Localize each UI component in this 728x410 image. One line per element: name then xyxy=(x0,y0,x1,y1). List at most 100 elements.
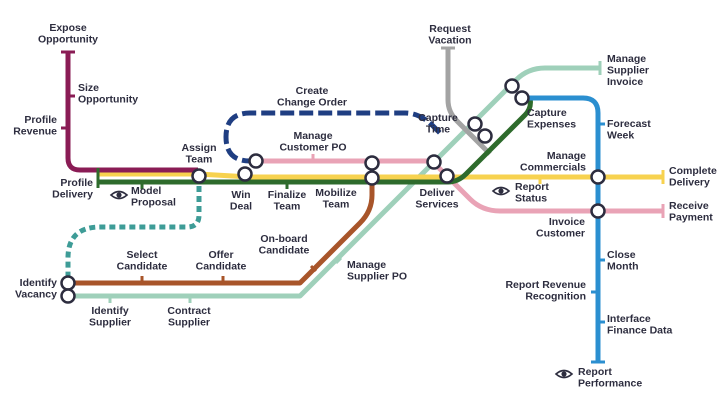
label-line: Week xyxy=(607,130,634,142)
tick-supplier-po xyxy=(334,256,343,265)
station-mobilize-team-bottom xyxy=(364,170,380,186)
label-line: Team xyxy=(274,201,301,213)
label-line: Deal xyxy=(230,201,252,213)
station-win-deal-top xyxy=(248,153,264,169)
label-line: Assign xyxy=(181,142,216,154)
tick-onboard-candidate xyxy=(309,264,318,273)
station-capture-time-bottom xyxy=(477,128,493,144)
label-line: On-board xyxy=(260,233,307,245)
station-manage-commercials xyxy=(590,169,606,185)
label-line: Request xyxy=(429,23,471,35)
line-ticks xyxy=(61,46,665,364)
label-line: Revenue xyxy=(13,126,57,138)
label-line: Proposal xyxy=(131,197,176,209)
label-line: Candidate xyxy=(259,245,310,257)
label-line: Change Order xyxy=(277,97,347,109)
line-teal xyxy=(65,176,202,285)
label-line: Size xyxy=(78,82,99,94)
station-capture-time-top xyxy=(467,116,483,132)
line-blue xyxy=(522,95,601,362)
label-line: Services xyxy=(415,199,458,211)
station-win-deal-bottom xyxy=(237,166,253,182)
line-pink xyxy=(256,158,663,214)
label-line: Payment xyxy=(669,212,713,224)
line-maroon xyxy=(65,52,198,173)
station-capture-expenses-top xyxy=(504,78,520,94)
station-identify-vacancy-top xyxy=(60,275,76,291)
label-line: Commercials xyxy=(520,162,586,174)
label-line: Manage xyxy=(547,150,586,162)
station-mobilize-team-top xyxy=(364,155,380,171)
station-invoice-customer xyxy=(590,203,606,219)
label-line: Opportunity xyxy=(38,34,98,46)
label-line: Report xyxy=(515,181,549,193)
label-line: Report xyxy=(578,366,612,378)
label-line: Profile xyxy=(24,114,57,126)
stations xyxy=(60,78,606,304)
line-gray xyxy=(445,48,492,156)
label-line: Deliver xyxy=(419,187,454,199)
label-line: Candidate xyxy=(196,261,247,273)
label-line: Identify xyxy=(91,305,128,317)
line-navy xyxy=(223,110,443,164)
label-line: Report Revenue xyxy=(505,279,586,291)
label-line: Close xyxy=(607,249,636,261)
label-line: Finalize xyxy=(268,189,307,201)
label-line: Invoice xyxy=(549,216,585,228)
station-deliver-services-bottom xyxy=(439,168,455,184)
label-line: Status xyxy=(515,193,547,205)
line-yellow xyxy=(98,171,663,180)
label-line: Win xyxy=(231,189,250,201)
label-line: Manage xyxy=(293,130,332,142)
label-line: Invoice xyxy=(607,76,643,88)
station-identify-vacancy-bottom xyxy=(60,288,76,304)
eye-icon xyxy=(554,369,574,379)
label-line: Expenses xyxy=(527,119,576,131)
label-line: Create xyxy=(296,85,329,97)
label-line: Supplier PO xyxy=(347,271,407,283)
label-line: Vacation xyxy=(428,35,471,47)
label-line: Mobilize xyxy=(315,187,357,199)
label-line: Finance Data xyxy=(607,325,673,337)
label-line: Customer PO xyxy=(279,142,346,154)
label-line: Performance xyxy=(578,378,642,390)
label-line: Identify xyxy=(20,277,57,289)
eye-icon xyxy=(491,186,511,196)
label-line: Recognition xyxy=(525,291,586,303)
label-line: Month xyxy=(607,261,639,273)
label-line: Select xyxy=(127,249,158,261)
label-line: Time xyxy=(426,124,450,136)
label-line: Supplier xyxy=(89,317,131,329)
station-deliver-services-top xyxy=(426,154,442,170)
label-line: Receive xyxy=(669,200,709,212)
label-line: Supplier xyxy=(168,317,210,329)
label-line: Customer xyxy=(536,228,585,240)
